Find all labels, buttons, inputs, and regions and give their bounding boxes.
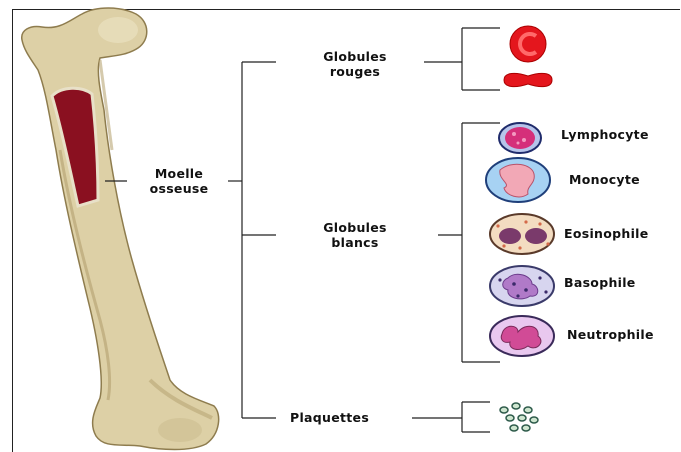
platelets-label: Plaquettes	[290, 410, 369, 425]
femur-bone	[22, 8, 219, 450]
red-blood-cell-top-icon	[510, 26, 546, 62]
neutrophile-label: Neutrophile	[567, 327, 654, 342]
platelets-icon	[500, 403, 538, 431]
eosinophile-label: Eosinophile	[564, 226, 649, 241]
lymphocyte-cell-icon	[499, 123, 541, 153]
monocyte-label: Monocyte	[569, 172, 640, 187]
red-blood-cell-side-icon	[504, 73, 552, 86]
neutrophile-cell-icon	[490, 316, 554, 356]
basophile-label: Basophile	[564, 275, 636, 290]
monocyte-cell-icon	[486, 158, 550, 202]
basophile-cell-icon	[490, 266, 554, 306]
lymphocyte-label: Lymphocyte	[561, 127, 649, 142]
eosinophile-cell-icon	[490, 214, 554, 254]
